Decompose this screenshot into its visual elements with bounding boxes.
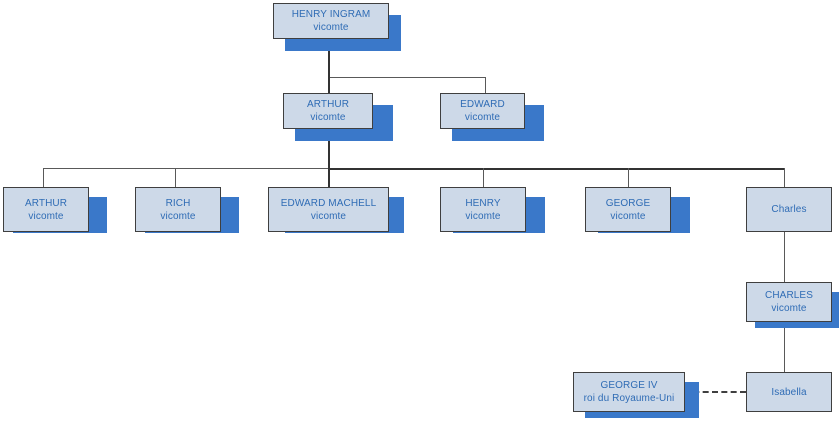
connector-to-arthur-2 bbox=[328, 77, 330, 95]
node-charles-lower[interactable]: Charles bbox=[746, 187, 832, 232]
connector-charles-to-charles-vicomte bbox=[784, 232, 785, 282]
node-label-line1: ARTHUR bbox=[306, 99, 350, 110]
connector-level3-bus-left bbox=[43, 168, 329, 169]
node-arthur-3[interactable]: ARTHUR vicomte bbox=[3, 187, 89, 232]
node-label-line1: CHARLES bbox=[765, 290, 813, 301]
node-label-line2: vicomte bbox=[771, 303, 807, 314]
node-label-line1: HENRY bbox=[465, 197, 501, 209]
node-arthur-2[interactable]: ARTHUR vicomte bbox=[283, 93, 373, 129]
node-rich[interactable]: RICH vicomte bbox=[135, 187, 221, 232]
node-label-line2: vicomte bbox=[465, 210, 501, 222]
node-label-line1: GEORGE IV bbox=[600, 380, 658, 391]
node-label-line1: GEORGE bbox=[605, 197, 651, 209]
node-label-line2: vicomte bbox=[28, 210, 64, 222]
node-label-line2: vicomte bbox=[160, 210, 196, 222]
node-label-line1: Charles bbox=[771, 204, 807, 215]
node-label-line1: Isabella bbox=[771, 386, 807, 398]
node-edward-2[interactable]: EDWARD vicomte bbox=[440, 93, 525, 129]
connector-to-george-3 bbox=[628, 168, 629, 187]
node-label-line2: roi du Royaume-Uni bbox=[583, 393, 675, 404]
connector-to-henry-3 bbox=[483, 168, 484, 187]
node-label-line2: vicomte bbox=[310, 210, 347, 222]
node-label-line2: vicomte bbox=[610, 210, 646, 222]
connector-to-arthur-3 bbox=[43, 168, 44, 187]
connector-charles-vicomte-to-isabella bbox=[784, 322, 785, 372]
connector-to-rich bbox=[175, 168, 176, 187]
connector-to-edward-machell bbox=[328, 168, 330, 187]
node-label-line1: EDWARD bbox=[460, 99, 505, 110]
node-label-line1: HENRY INGRAM bbox=[291, 9, 371, 20]
node-charles-vicomte[interactable]: CHARLES vicomte bbox=[746, 282, 832, 322]
node-label-line2: vicomte bbox=[310, 112, 346, 123]
node-label-line1: RICH bbox=[165, 197, 191, 209]
node-henry-3[interactable]: HENRY vicomte bbox=[440, 187, 526, 232]
connector-arthur2-down bbox=[328, 132, 330, 169]
connector-level2-bus bbox=[329, 77, 486, 78]
node-george-3[interactable]: GEORGE vicomte bbox=[585, 187, 671, 232]
connector-marriage-dashed bbox=[684, 391, 746, 393]
node-label-line2: vicomte bbox=[313, 22, 349, 33]
node-isabella[interactable]: Isabella bbox=[746, 372, 832, 412]
connector-to-charles-lower bbox=[784, 168, 785, 187]
node-label-line1: ARTHUR bbox=[24, 197, 68, 209]
node-label-line1: EDWARD MACHELL bbox=[280, 197, 377, 209]
connector-level3-bus-right bbox=[328, 168, 785, 170]
connector-to-edward-2 bbox=[485, 77, 486, 95]
node-henry-ingram[interactable]: HENRY INGRAM vicomte bbox=[273, 3, 389, 39]
node-label-line2: vicomte bbox=[464, 112, 501, 123]
connector-root-down bbox=[328, 41, 330, 78]
node-george-iv[interactable]: GEORGE IV roi du Royaume-Uni bbox=[573, 372, 685, 412]
node-edward-machell[interactable]: EDWARD MACHELL vicomte bbox=[268, 187, 389, 232]
